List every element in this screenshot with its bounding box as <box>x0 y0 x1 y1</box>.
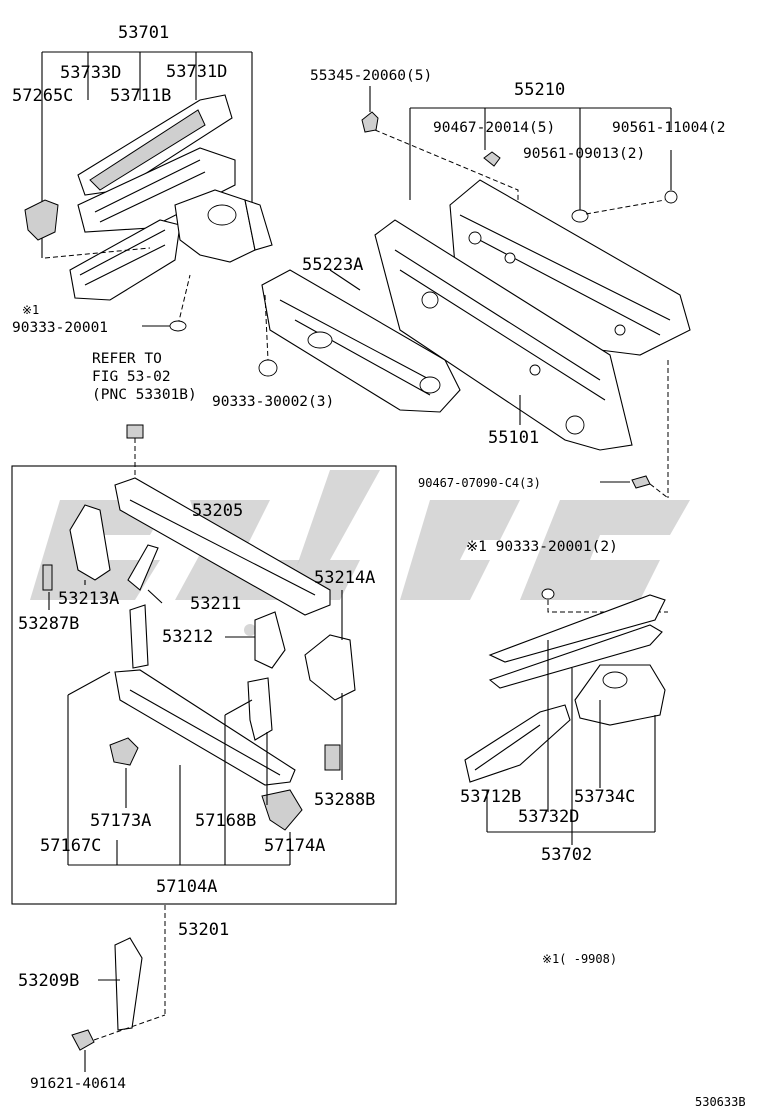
label-53702: 53702 <box>541 845 592 865</box>
label-53214A: 53214A <box>314 568 375 588</box>
label-53211: 53211 <box>190 594 241 614</box>
label-53288B: 53288B <box>314 790 375 810</box>
group-53201-box <box>11 465 397 905</box>
label-53209B: 53209B <box>18 971 79 991</box>
label-90467-07090: 90467-07090-C4(3) <box>418 476 541 490</box>
label-90333-20001-2: ※1 90333-20001(2) <box>466 539 618 555</box>
label-53732D: 53732D <box>518 807 579 827</box>
label-57265C: 57265C <box>12 86 73 106</box>
figure-code: 530633B <box>695 1095 746 1109</box>
label-55210: 55210 <box>514 80 565 100</box>
group-53701 <box>24 51 273 490</box>
refer-note-line1: REFER TO <box>92 351 162 367</box>
label-55223A: 55223A <box>302 255 363 275</box>
refer-note-line2: FIG 53-02 <box>92 369 171 385</box>
label-57173A: 57173A <box>90 811 151 831</box>
label-57168B: 57168B <box>195 811 256 831</box>
label-90561-09013: 90561-09013(2) <box>523 146 645 162</box>
label-57167C: 57167C <box>40 836 101 856</box>
group-53702 <box>464 588 668 845</box>
label-90467-20014: 90467-20014(5) <box>433 120 555 136</box>
label-53205: 53205 <box>192 501 243 521</box>
label-53733D: 53733D <box>60 63 121 83</box>
label-53201: 53201 <box>178 920 229 940</box>
labels: 53701 53733D 53731D 57265C 53711B ※1 903… <box>12 23 746 1109</box>
label-90333-30002: 90333-30002(3) <box>212 394 334 410</box>
label-55345: 55345-20060(5) <box>310 68 432 84</box>
refer-note-line3: (PNC 53301B) <box>92 387 197 403</box>
group-53209B <box>71 905 166 1072</box>
label-57174A: 57174A <box>264 836 325 856</box>
label-55101: 55101 <box>488 428 539 448</box>
label-53701: 53701 <box>118 23 169 43</box>
label-90333-20001: 90333-20001 <box>12 320 108 336</box>
label-mark1a: ※1 <box>22 303 39 317</box>
label-53731D: 53731D <box>166 62 227 82</box>
label-53734C: 53734C <box>574 787 635 807</box>
label-91621-40614: 91621-40614 <box>30 1076 126 1092</box>
label-53212: 53212 <box>162 627 213 647</box>
group-dash-panels <box>258 86 691 499</box>
label-53287B: 53287B <box>18 614 79 634</box>
label-53711B: 53711B <box>110 86 171 106</box>
label-90561-11004: 90561-11004(2 <box>612 120 726 136</box>
footnote-mark: ※1( -9908) <box>542 952 617 966</box>
label-53712B: 53712B <box>460 787 521 807</box>
label-53213A: 53213A <box>58 589 119 609</box>
label-57104A: 57104A <box>156 877 217 897</box>
